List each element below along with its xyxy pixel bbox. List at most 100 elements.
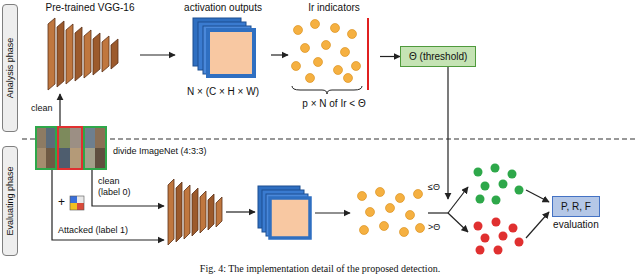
annotation: + (58, 195, 65, 209)
conv-layer (75, 27, 82, 81)
phase-band: Analysis phase (2, 4, 18, 132)
attacked-cluster (474, 218, 524, 255)
indicator-dot (334, 66, 343, 75)
indicator-dot (352, 62, 361, 71)
clean-dot (499, 180, 508, 189)
annotation: clean (label 0) (98, 176, 142, 198)
metric-box: P, R, Fevaluation (552, 196, 600, 217)
patch-cell (70, 196, 77, 203)
flow-arrow (140, 54, 175, 55)
flow-arrow (226, 211, 255, 212)
conv-layer (84, 30, 91, 78)
imagenet-split: divide ImageNet (4:3:3) (35, 126, 225, 170)
flow-arrow (526, 190, 549, 202)
indicator-dot (322, 41, 331, 50)
vgg-top (48, 18, 118, 90)
attacked-dot (481, 234, 490, 243)
figure-caption: Fig. 4: The implementation detail of the… (0, 263, 640, 275)
indicator-dot (396, 194, 405, 203)
indicator-dot (341, 48, 350, 57)
indicator-dot (358, 192, 367, 201)
conv-layer (176, 182, 182, 242)
component-title: Pre-trained VGG-16 (40, 2, 140, 14)
clean-dot (476, 195, 485, 204)
component-title: Ir indicators (288, 2, 380, 14)
attacked-dot (474, 222, 483, 231)
conv-layer (48, 18, 55, 90)
indicator-dot (406, 211, 415, 220)
conv-layer (208, 194, 214, 230)
conv-layer (216, 197, 222, 227)
conv-layer (168, 179, 174, 245)
indicator-dot (380, 222, 389, 231)
edge-label: clean (30, 103, 54, 114)
phase-label: Evaluating phase (5, 166, 16, 235)
conv-layer (200, 191, 206, 233)
threshold-line (367, 18, 369, 90)
threshold-box: Θ (threshold) (400, 46, 476, 67)
phase-band: Evaluating phase (2, 146, 18, 256)
conv-layer (111, 39, 118, 69)
patch-cell (70, 203, 77, 210)
component-note: N × (C × H × W) (175, 86, 271, 98)
indicator-dots-bottom (358, 188, 425, 237)
split-outline (36, 127, 56, 169)
clean-dot (508, 170, 517, 179)
annotation: >Θ (428, 222, 440, 233)
box-label: Θ (threshold) (409, 50, 467, 63)
indicator-dot (314, 58, 323, 67)
attacked-dot (509, 224, 518, 233)
fork-branch (448, 187, 468, 213)
indicator-dot (301, 44, 310, 53)
conv-layer (102, 36, 109, 72)
indicator-dot (360, 226, 369, 235)
clean-dot (491, 164, 500, 173)
indicator-dot (348, 30, 357, 39)
indicator-dot (400, 228, 409, 237)
flow-arrow (526, 212, 549, 238)
indicator-dot (306, 74, 315, 83)
dataset-note: divide ImageNet (4:3:3) (113, 146, 207, 157)
vgg-network: Pre-trained VGG-16 (40, 2, 140, 94)
box-label: P, R, F (561, 200, 591, 213)
conv-layer (57, 21, 64, 87)
feature-map (270, 198, 310, 238)
indicator-block: Ir indicators p × N of Ir < Θ (288, 2, 380, 110)
box-caption: evaluation (553, 219, 599, 231)
split-outline (84, 127, 106, 169)
component-title: activation outputs (175, 2, 271, 14)
attacked-dot (515, 238, 524, 247)
clean-dot (515, 186, 524, 195)
indicator-dot (416, 224, 425, 233)
clean-dot (481, 182, 490, 191)
threshold-arrow (447, 67, 448, 199)
phase-divider (22, 138, 638, 139)
activation-bottom (258, 186, 310, 238)
component-note: p × N of Ir < Θ (288, 98, 380, 110)
indicator-dots-top (292, 20, 361, 83)
indicator-dot (376, 188, 385, 197)
attacked-dot (492, 218, 501, 227)
patch-border (70, 196, 84, 210)
attacked-dot (476, 246, 485, 255)
flow-arrow (380, 56, 400, 57)
attacked-dot (499, 232, 508, 241)
fork-stem (428, 212, 448, 213)
indicator-dot (386, 204, 395, 213)
indicator-dot (344, 74, 353, 83)
band-text: Evaluating phase (5, 166, 16, 235)
conv-layer (66, 24, 73, 84)
indicator-dot (414, 190, 423, 199)
clean-cluster (474, 164, 524, 205)
activation-top (193, 18, 254, 76)
attacked-path (52, 170, 164, 240)
band-text: Analysis phase (5, 38, 16, 99)
patch-cell (77, 203, 84, 210)
flow-arrow (315, 212, 350, 213)
clean-dot (492, 196, 501, 205)
conv-layer (93, 33, 100, 75)
activation-block: activation outputs N × (C × H × W) (175, 2, 271, 98)
attacked-dot (494, 246, 503, 255)
